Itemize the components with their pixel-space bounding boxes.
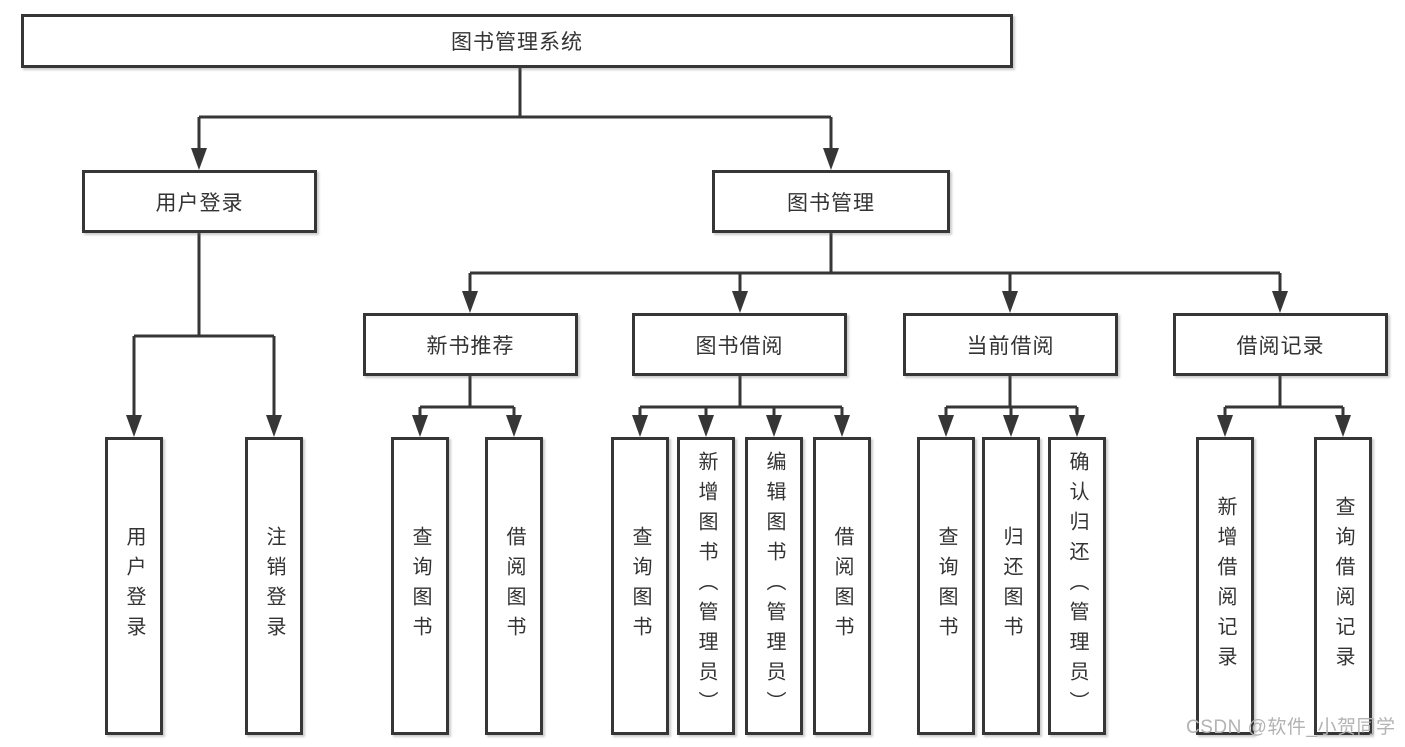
leaf-return-books-label: 归还图书 xyxy=(1000,526,1022,646)
leaf-query-borrow-record-label: 查询借阅记录 xyxy=(1332,496,1354,676)
leaf-query-books-current-label: 查询图书 xyxy=(935,526,957,646)
csdn-watermark: CSDN @软件_小贺同学 xyxy=(1186,717,1396,738)
leaf-query-books-recommend-label: 查询图书 xyxy=(409,526,431,646)
node-borrowing-records: 借阅记录 xyxy=(1173,313,1388,376)
leaf-user-login-label: 用户登录 xyxy=(123,526,145,646)
node-library-system-label: 图书管理系统 xyxy=(451,31,583,54)
node-library-system: 图书管理系统 xyxy=(21,14,1013,68)
node-new-book-recommend-label: 新书推荐 xyxy=(426,334,515,358)
leaf-confirm-return-admin: 确认归还（管理员） xyxy=(1048,437,1106,735)
leaf-add-borrow-record-label: 新增借阅记录 xyxy=(1214,496,1236,676)
leaf-query-books-recommend: 查询图书 xyxy=(391,437,449,735)
leaf-logout-label: 注销登录 xyxy=(263,526,285,646)
node-borrowing-records-label: 借阅记录 xyxy=(1236,334,1325,358)
leaf-return-books: 归还图书 xyxy=(982,437,1040,735)
leaf-add-book-admin-label: 新增图书（管理员） xyxy=(695,451,717,721)
leaf-query-books-borrowing: 查询图书 xyxy=(611,437,669,735)
leaf-user-login: 用户登录 xyxy=(105,437,163,735)
leaf-query-borrow-record: 查询借阅记录 xyxy=(1314,437,1372,735)
node-book-management: 图书管理 xyxy=(712,170,950,233)
leaf-edit-book-admin: 编辑图书（管理员） xyxy=(745,437,803,735)
leaf-add-borrow-record: 新增借阅记录 xyxy=(1196,437,1254,735)
leaf-query-books-current: 查询图书 xyxy=(917,437,975,735)
node-current-borrowing-label: 当前借阅 xyxy=(966,334,1055,358)
leaf-logout: 注销登录 xyxy=(245,437,303,735)
leaf-borrow-books-recommend-label: 借阅图书 xyxy=(503,526,525,646)
node-book-management-label: 图书管理 xyxy=(787,191,875,215)
leaf-confirm-return-admin-label: 确认归还（管理员） xyxy=(1066,451,1088,721)
leaf-borrow-books-borrowing: 借阅图书 xyxy=(813,437,871,735)
node-user-login: 用户登录 xyxy=(82,170,317,233)
leaf-borrow-books-borrowing-label: 借阅图书 xyxy=(831,526,853,646)
leaf-add-book-admin: 新增图书（管理员） xyxy=(677,437,735,735)
leaf-query-books-borrowing-label: 查询图书 xyxy=(629,526,651,646)
node-user-login-label: 用户登录 xyxy=(155,191,244,215)
node-new-book-recommend: 新书推荐 xyxy=(363,313,578,376)
node-current-borrowing: 当前借阅 xyxy=(903,313,1118,376)
node-book-borrowing: 图书借阅 xyxy=(632,313,847,376)
leaf-edit-book-admin-label: 编辑图书（管理员） xyxy=(763,451,785,721)
node-book-borrowing-label: 图书借阅 xyxy=(695,334,784,358)
leaf-borrow-books-recommend: 借阅图书 xyxy=(485,437,543,735)
